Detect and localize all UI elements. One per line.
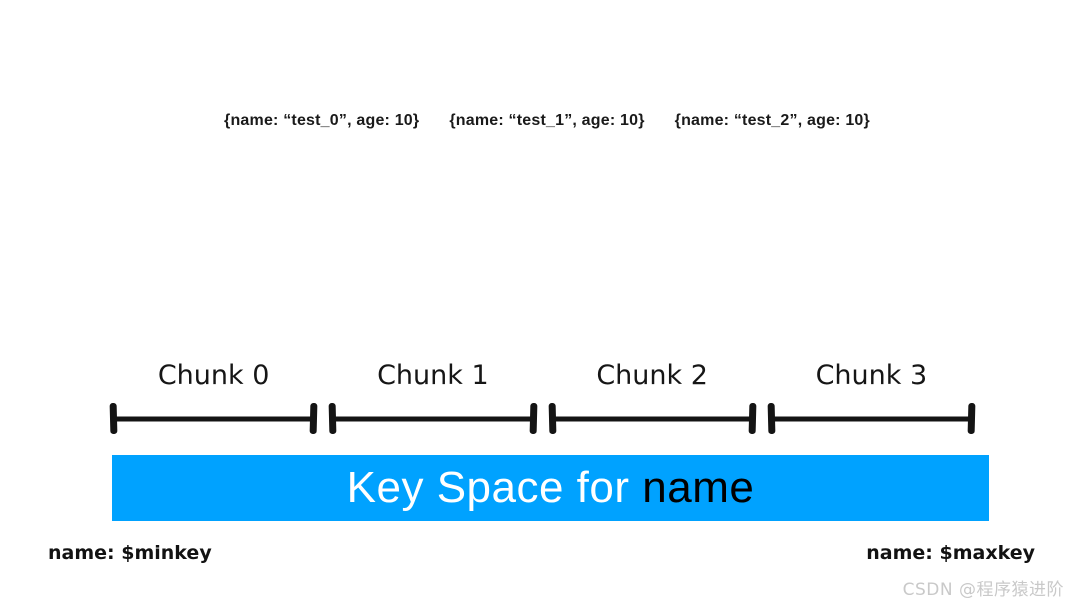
range-line (769, 416, 973, 421)
range-line (331, 416, 535, 421)
chunks-row: Chunk 0 Chunk 1 Chunk 2 Chunk (109, 358, 976, 435)
range-end-cap (529, 402, 537, 435)
chunk-range-marker (328, 402, 537, 435)
chunk-1: Chunk 1 (328, 358, 537, 435)
chunk-0: Chunk 0 (109, 358, 318, 435)
document-text: {name: “test_1”, age: 10} (449, 112, 645, 129)
max-key-label: name: $maxkey (866, 542, 1035, 564)
key-space-field-name: name (642, 463, 755, 512)
sample-documents-row: {name: “test_0”, age: 10} {name: “test_1… (0, 112, 1080, 130)
range-end-cap (967, 402, 976, 435)
chunk-range-marker (548, 402, 757, 435)
range-line (112, 416, 316, 421)
range-end-cap (748, 402, 757, 435)
min-key-label: name: $minkey (48, 542, 212, 564)
chunk-range-marker (767, 402, 976, 435)
range-line (550, 416, 754, 421)
chunk-2: Chunk 2 (548, 358, 757, 435)
range-end-cap (309, 402, 318, 435)
key-space-banner: Key Space for name (112, 455, 989, 521)
key-space-banner-text: Key Space for (346, 463, 630, 512)
chunk-label: Chunk 3 (815, 360, 928, 391)
chunk-label: Chunk 2 (596, 360, 708, 391)
chunk-range-marker (109, 402, 318, 435)
document-text: {name: “test_2”, age: 10} (674, 112, 870, 129)
document-text: {name: “test_0”, age: 10} (224, 112, 420, 129)
chunk-label: Chunk 1 (377, 360, 489, 391)
chunk-label: Chunk 0 (157, 360, 270, 391)
csdn-watermark: CSDN @程序猿进阶 (902, 580, 1064, 600)
chunk-3: Chunk 3 (767, 358, 976, 435)
